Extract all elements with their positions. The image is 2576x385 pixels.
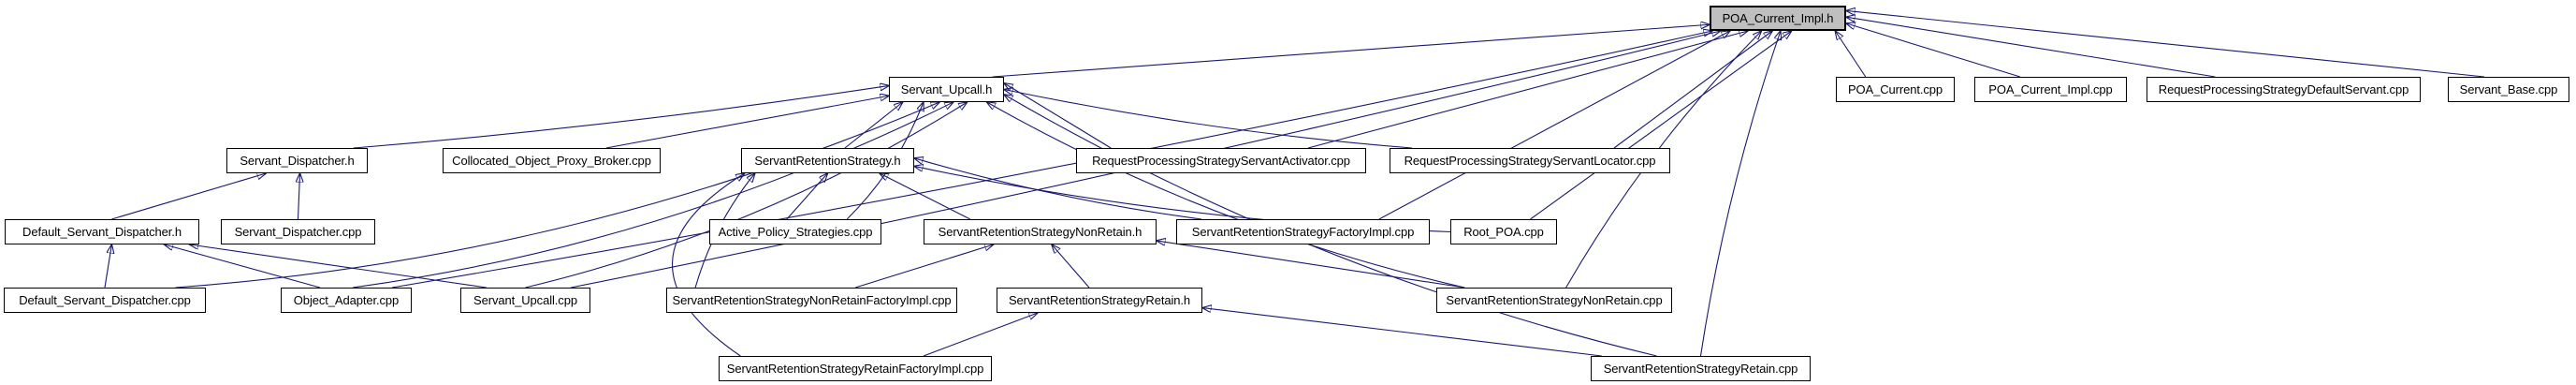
- graph-edge-servant-base-cpp-to-poa-current-impl-h: [1846, 10, 2485, 78]
- graph-edge-servant-upcall-cpp-to-servant-upcall-h: [525, 102, 968, 289]
- graph-edge-default-servant-dispatcher-cpp-to-default-servant-dispatcher-h: [104, 244, 111, 289]
- graph-edge-rps-servant-locator-cpp-to-poa-current-impl-h: [1613, 31, 1772, 149]
- graph-node-servant-base-cpp[interactable]: Servant_Base.cpp: [2448, 77, 2569, 102]
- graph-node-active-policy-strategies-cpp[interactable]: Active_Policy_Strategies.cpp: [709, 219, 881, 244]
- graph-node-object-adapter-cpp[interactable]: Object_Adapter.cpp: [281, 288, 412, 313]
- graph-node-collocated-object-proxy-broker-cpp[interactable]: Collocated_Object_Proxy_Broker.cpp: [443, 148, 661, 173]
- graph-node-srs-retain-factory-impl-cpp[interactable]: ServantRetentionStrategyRetainFactoryImp…: [719, 356, 992, 381]
- graph-node-poa-current-impl-h[interactable]: POA_Current_Impl.h: [1710, 6, 1846, 31]
- graph-edge-poa-current-cpp-to-poa-current-impl-h: [1835, 31, 1867, 78]
- graph-node-default-servant-dispatcher-h[interactable]: Default_Servant_Dispatcher.h: [5, 219, 199, 244]
- graph-node-srs-retain-cpp[interactable]: ServantRetentionStrategyRetain.cpp: [1591, 356, 1811, 381]
- graph-edge-servant-dispatcher-cpp-to-servant-dispatcher-h: [298, 173, 300, 220]
- graph-edge-servant-upcall-cpp-to-default-servant-dispatcher-h: [190, 244, 487, 289]
- graph-edge-root-poa-cpp-to-poa-current-impl-h: [1530, 31, 1792, 220]
- graph-node-srs-retain-h[interactable]: ServantRetentionStrategyRetain.h: [997, 288, 1202, 313]
- graph-node-servant-dispatcher-h[interactable]: Servant_Dispatcher.h: [226, 148, 368, 173]
- graph-node-servant-dispatcher-cpp[interactable]: Servant_Dispatcher.cpp: [221, 219, 375, 244]
- graph-edge-srs-factory-impl-cpp-to-srs-h: [914, 158, 1202, 220]
- graph-node-poa-current-cpp[interactable]: POA_Current.cpp: [1836, 77, 1955, 102]
- graph-edge-servant-dispatcher-h-to-servant-upcall-h: [353, 85, 889, 149]
- graph-edge-object-adapter-cpp-to-default-servant-dispatcher-h: [165, 244, 321, 289]
- graph-edge-srs-nonretain-cpp-to-srs-nonretain-h: [1157, 241, 1465, 289]
- graph-edge-active-policy-strategies-cpp-to-srs-h: [786, 173, 828, 220]
- graph-edge-rps-default-servant-cpp-to-poa-current-impl-h: [1846, 17, 2216, 78]
- graph-node-servant-upcall-h[interactable]: Servant_Upcall.h: [889, 77, 1004, 102]
- graph-node-rps-default-servant-cpp[interactable]: RequestProcessingStrategyDefaultServant.…: [2147, 77, 2421, 102]
- graph-node-servant-upcall-cpp[interactable]: Servant_Upcall.cpp: [460, 288, 590, 313]
- graph-node-srs-nonretain-factory-impl-cpp[interactable]: ServantRetentionStrategyNonRetainFactory…: [666, 288, 957, 313]
- graph-edge-srs-retain-cpp-to-servant-upcall-h: [1004, 95, 1657, 357]
- graph-edge-default-servant-dispatcher-cpp-to-servant-upcall-h: [175, 102, 940, 289]
- graph-edge-collocated-object-proxy-broker-cpp-to-servant-upcall-h: [605, 96, 889, 149]
- graph-edge-srs-retain-factory-impl-cpp-to-srs-h: [671, 173, 745, 357]
- graph-edge-srs-nonretain-cpp-to-servant-upcall-h: [987, 102, 1465, 289]
- graph-node-srs-h[interactable]: ServantRetentionStrategy.h: [741, 148, 914, 173]
- graph-edge-servant-upcall-h-to-poa-current-impl-h: [992, 24, 1710, 78]
- graph-edge-srs-h-to-servant-upcall-h: [844, 102, 903, 149]
- graph-node-rps-servant-activator-cpp[interactable]: RequestProcessingStrategyServantActivato…: [1076, 148, 1366, 173]
- graph-edge-srs-retain-cpp-to-poa-current-impl-h: [1699, 31, 1781, 357]
- graph-node-root-poa-cpp[interactable]: Root_POA.cpp: [1450, 219, 1557, 244]
- graph-edge-rps-servant-activator-cpp-to-servant-upcall-h: [1004, 83, 1112, 149]
- graph-edge-srs-retain-h-to-srs-nonretain-h: [1052, 244, 1090, 289]
- graph-node-srs-factory-impl-cpp[interactable]: ServantRetentionStrategyFactoryImpl.cpp: [1176, 219, 1430, 244]
- graph-node-rps-servant-locator-cpp[interactable]: RequestProcessingStrategyServantLocator.…: [1390, 148, 1670, 173]
- graph-node-srs-nonretain-cpp[interactable]: ServantRetentionStrategyNonRetain.cpp: [1436, 288, 1672, 313]
- graph-node-default-servant-dispatcher-cpp[interactable]: Default_Servant_Dispatcher.cpp: [4, 288, 206, 313]
- graph-node-srs-nonretain-h[interactable]: ServantRetentionStrategyNonRetain.h: [924, 219, 1157, 244]
- graph-edge-rps-servant-locator-cpp-to-servant-upcall-h: [1004, 90, 1413, 149]
- graph-edge-rps-servant-activator-cpp-to-poa-current-impl-h: [1307, 31, 1748, 149]
- graph-edge-poa-current-impl-cpp-to-poa-current-impl-h: [1846, 23, 2021, 78]
- graph-edge-srs-retain-factory-impl-cpp-to-srs-retain-h: [923, 313, 1038, 357]
- graph-node-poa-current-impl-cpp[interactable]: POA_Current_Impl.cpp: [1974, 77, 2127, 102]
- graph-edge-default-servant-dispatcher-h-to-servant-dispatcher-h: [111, 173, 266, 220]
- graph-edge-srs-retain-cpp-to-srs-retain-h: [1202, 308, 1602, 357]
- graph-edge-object-adapter-cpp-to-poa-current-impl-h: [391, 31, 1712, 289]
- graph-edge-srs-nonretain-factory-impl-cpp-to-srs-nonretain-h: [854, 244, 994, 289]
- graph-edge-srs-nonretain-h-to-srs-h: [880, 173, 971, 220]
- graph-edge-srs-factory-impl-cpp-to-poa-current-impl-h: [1378, 31, 1730, 220]
- graph-edge-object-adapter-cpp-to-servant-upcall-h: [352, 102, 953, 289]
